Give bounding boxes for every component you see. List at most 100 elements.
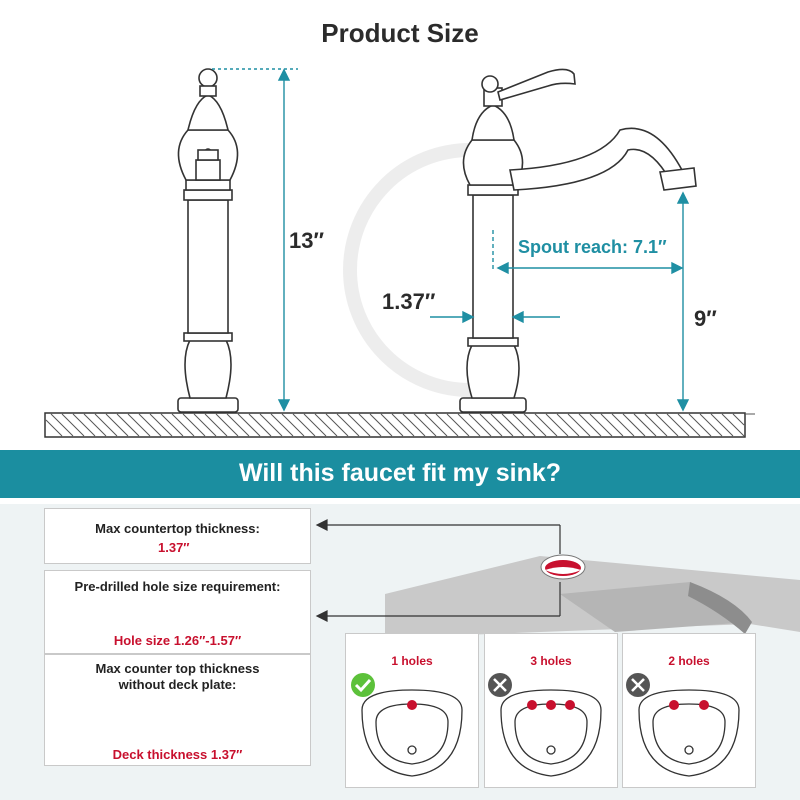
hatch-line (204, 413, 228, 437)
hatch-line (622, 413, 646, 437)
hatch-line (61, 413, 85, 437)
height-spout-label: 9′′ (694, 306, 717, 331)
sink-card-1-hole: 1 holes (345, 633, 479, 788)
hatch-line (50, 413, 74, 437)
height-total-label: 13′′ (289, 228, 325, 253)
hatch-line (534, 413, 558, 437)
hatch-line (270, 413, 294, 437)
hatch-line (688, 413, 712, 437)
hatch-line (171, 413, 195, 437)
hatch-line (182, 413, 206, 437)
hatch-line (83, 413, 107, 437)
countertop-thickness-title: Max countertop thickness: (95, 521, 260, 536)
hatch-line (358, 413, 382, 437)
hatch-line (710, 413, 734, 437)
hatch-line (721, 413, 745, 437)
hatch-line (391, 413, 415, 437)
hatch-line (193, 413, 217, 437)
hatch-line (336, 413, 360, 437)
hatch-line (666, 413, 690, 437)
hatch-line (446, 413, 470, 437)
hatch-line (402, 413, 426, 437)
hole-marker (669, 700, 679, 710)
hatch-line (435, 413, 459, 437)
watermark-logo (343, 143, 471, 397)
countertop-illustration (385, 554, 800, 638)
faucet-drawing (44, 68, 755, 438)
hatch-line (490, 413, 514, 437)
sink-card-3-holes: 3 holes (484, 633, 618, 788)
hatch-line (677, 413, 701, 437)
countertop-thickness-value: 1.37″ (158, 540, 190, 555)
hatch-line (72, 413, 96, 437)
hatch-line (512, 413, 536, 437)
cross-icon (488, 673, 512, 697)
hatch-line (732, 413, 745, 426)
hatch-line (259, 413, 283, 437)
hatch-line (281, 413, 305, 437)
hole-size-card: Pre-drilled hole size requirement: Hole … (44, 570, 311, 654)
hatch-line (457, 413, 481, 437)
hatch-line (644, 413, 668, 437)
deck-thickness-value: Deck thickness 1.37″ (112, 747, 243, 762)
hatch-line (149, 413, 173, 437)
hatch-line (347, 413, 371, 437)
hatch-line (116, 413, 140, 437)
hatch-line (292, 413, 316, 437)
countertop-thickness-card: Max countertop thickness: 1.37″ (44, 508, 311, 564)
hatch-line (127, 413, 151, 437)
hatch-line (523, 413, 547, 437)
deck-thickness-title-1: Max counter top thickness (95, 661, 260, 676)
hatch-line (105, 413, 129, 437)
hatch-line (479, 413, 503, 437)
dimension-lines (212, 68, 690, 412)
hatch-line (314, 413, 338, 437)
hatch-line (501, 413, 525, 437)
hatch-line (699, 413, 723, 437)
hole-marker (407, 700, 417, 710)
sink-label-1: 1 holes (391, 654, 433, 668)
hatch-line (45, 419, 63, 437)
cross-icon (626, 673, 650, 697)
sink-label-2: 2 holes (668, 654, 710, 668)
hatch-line (424, 413, 448, 437)
hatch-line (369, 413, 393, 437)
connector-lines (315, 519, 561, 622)
hatch-line (611, 413, 635, 437)
hatch-line (325, 413, 349, 437)
hatch-line (633, 413, 657, 437)
hatch-line (556, 413, 580, 437)
hatch-line (545, 413, 569, 437)
hatch-line (138, 413, 162, 437)
hole-marker (546, 700, 556, 710)
hatch-line (248, 413, 272, 437)
sink-card-2-holes: 2 holes (622, 633, 756, 788)
spout-reach-label: Spout reach: 7.1″ (518, 237, 667, 257)
hole-marker (699, 700, 709, 710)
hatch-line (303, 413, 327, 437)
fit-banner: Will this faucet fit my sink? (0, 450, 800, 498)
sink-basin-1 (361, 689, 463, 777)
hole-marker (527, 700, 537, 710)
deck-thickness-title-2: without deck plate: (118, 677, 237, 692)
hatch-line (655, 413, 679, 437)
hole-size-title: Pre-drilled hole size requirement: (74, 579, 281, 594)
deck-thickness-card: Max counter top thickness without deck p… (44, 654, 311, 766)
hatch-line (578, 413, 602, 437)
sink-label-3: 3 holes (530, 654, 572, 668)
hatch-line (94, 413, 118, 437)
hole-marker (565, 700, 575, 710)
hatch-line (468, 413, 492, 437)
hatch-line (237, 413, 261, 437)
hatch-line (215, 413, 239, 437)
hatch-line (226, 413, 250, 437)
faucet-front-view (177, 68, 239, 413)
hatch-line (413, 413, 437, 437)
base-diameter-label: 1.37′′ (382, 289, 436, 314)
hatch-line (600, 413, 624, 437)
check-icon (351, 673, 375, 697)
hole-size-value: Hole size 1.26″-1.57″ (113, 633, 242, 648)
hatch-line (567, 413, 591, 437)
page-title: Product Size (321, 18, 479, 48)
